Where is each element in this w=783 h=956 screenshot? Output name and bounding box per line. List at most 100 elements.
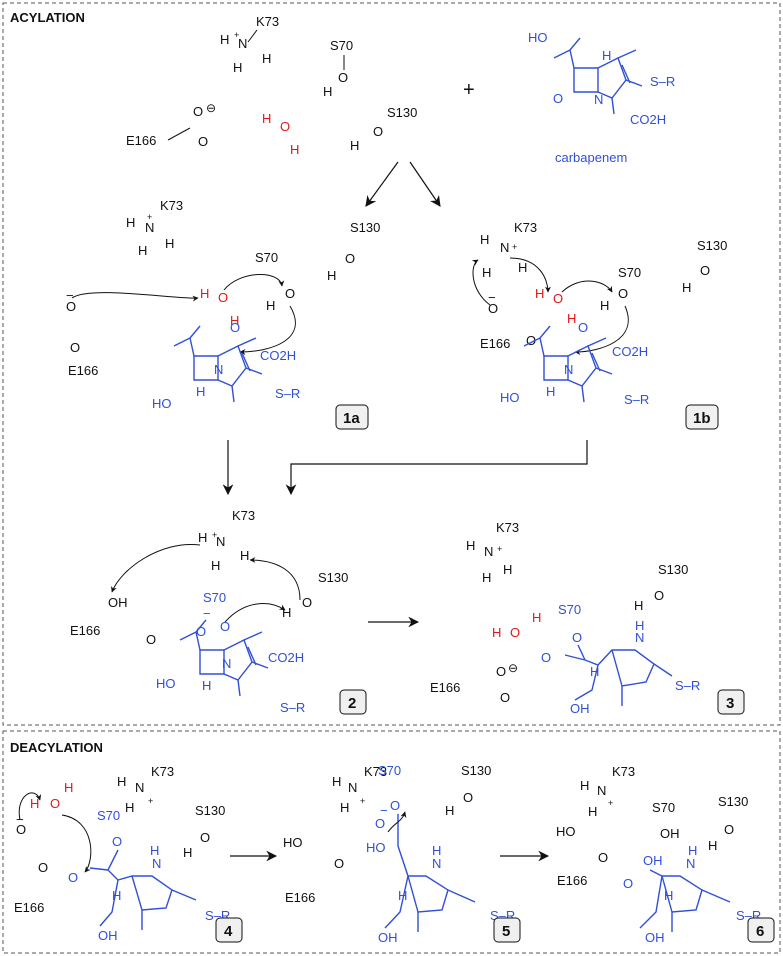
complex-1b: K73 H N + H H S130 O H S70 O H H O H − O… — [471, 220, 727, 430]
k73-5-h2: H — [340, 800, 349, 815]
k73-6-n: N — [597, 783, 606, 798]
e166-1a-label: E166 — [68, 363, 98, 378]
s130-1b-label: S130 — [697, 238, 727, 253]
arrow-5-collapse — [387, 811, 407, 833]
pyrroline-5-h: H — [432, 843, 441, 858]
s130-5-label: S130 — [461, 763, 491, 778]
e166-3-o2: O — [500, 690, 510, 705]
label-2: 2 — [348, 695, 356, 712]
e166-3-o1: O — [496, 664, 506, 679]
k73-top-label: K73 — [256, 14, 279, 29]
reactant-plus: + — [463, 79, 475, 101]
s130-4-o: O — [200, 830, 210, 845]
e166-5-ho: HO — [283, 835, 303, 850]
pyrroline-6-h: H — [688, 843, 697, 858]
e166-4-o1: O — [16, 822, 26, 837]
s130-2-h: H — [282, 605, 291, 620]
k73-1b-label: K73 — [514, 220, 537, 235]
s70-4-o: O — [112, 834, 122, 849]
acid-6-o: O — [623, 876, 633, 891]
s70-5-label: S70 — [378, 763, 401, 778]
k73-4-label: K73 — [151, 764, 174, 779]
s130-6-h: H — [708, 838, 717, 853]
core-6-h: H — [664, 888, 673, 903]
complex-1a: K73 H N + H H S130 O H S70 O H H O H − O… — [66, 198, 380, 430]
arrow-1a-e166-water — [71, 292, 199, 302]
core-1a-h: H — [196, 384, 205, 399]
s70-top-h: H — [323, 84, 332, 99]
e166-1a-o1: O — [66, 299, 76, 314]
e166-2-label: E166 — [70, 623, 100, 638]
carbonyl-1b-o: O — [578, 320, 588, 335]
water-1b-o: O — [553, 291, 563, 306]
pyrroline-4-h: H — [150, 843, 159, 858]
carbapenem-sr: S–R — [650, 74, 675, 89]
intermediate-2: K73 H + N H H S130 O H OH O E166 S70 O −… — [70, 508, 367, 715]
core-5-h: H — [398, 888, 407, 903]
k73-6-h2: H — [588, 804, 597, 819]
core-2-n: N — [222, 656, 231, 671]
arrow-2-oxyanion-s130 — [224, 603, 286, 623]
k73-1a-h3: H — [165, 236, 174, 251]
k73-2-h3: H — [240, 548, 249, 563]
water-1a-o: O — [218, 290, 228, 305]
k73-top-bond — [247, 29, 258, 43]
deacylation-panel-border — [2, 730, 781, 954]
carbapenem-caption: carbapenem — [555, 150, 627, 165]
acylation-heading: ACYLATION — [10, 10, 85, 25]
k73-4-plus: + — [148, 796, 153, 806]
oxyanion-5-minus: − — [380, 803, 388, 818]
label-1b: 1b — [693, 410, 711, 427]
label-box-1b — [685, 404, 719, 430]
water-3-h1: H — [532, 610, 541, 625]
arrow-1a-water-s70 — [223, 274, 285, 291]
s130-2-o: O — [302, 595, 312, 610]
split-arrow-right — [409, 161, 441, 207]
k73-3-n: N — [484, 544, 493, 559]
arrow-1b-water-s70 — [561, 280, 613, 293]
core-1b-co2h: CO2H — [612, 344, 648, 359]
water-1a-h2: H — [230, 313, 239, 328]
e166-2-oh: OH — [108, 595, 128, 610]
arrow-1a-s70-carbonyl — [239, 305, 296, 355]
k73-top-n: N — [238, 36, 247, 51]
s70-5-o: O — [390, 798, 400, 813]
core-3-h: H — [590, 664, 599, 679]
s130-5-o: O — [463, 790, 473, 805]
core-1a-ho: HO — [152, 396, 172, 411]
carbapenem-h: H — [602, 48, 611, 63]
s130-top-h: H — [350, 138, 359, 153]
s130-3-label: S130 — [658, 562, 688, 577]
core-2-sr: S–R — [280, 700, 305, 715]
carbapenem-ho: HO — [528, 30, 548, 45]
s130-3-o: O — [654, 588, 664, 603]
k73-top-h1: H — [220, 32, 229, 47]
split-arrow-left — [365, 161, 399, 207]
core-2-h: H — [202, 678, 211, 693]
s130-1b-h: H — [682, 280, 691, 295]
core-6-oh: OH — [645, 930, 665, 945]
k73-2-label: K73 — [232, 508, 255, 523]
e166-6-ho: HO — [556, 824, 576, 839]
k73-5-h1: H — [332, 774, 341, 789]
e166-1a-minus: − — [66, 288, 74, 303]
core-1a-co2h: CO2H — [260, 348, 296, 363]
label-6: 6 — [756, 923, 764, 940]
top-reactants: K73 H + N H H S70 O H E166 O ⊖ O H O H S… — [126, 14, 475, 157]
s70-6-oh: OH — [660, 826, 680, 841]
k73-5-plus: + — [360, 796, 365, 806]
k73-top-plus: + — [234, 30, 239, 40]
k73-5-label: K73 — [364, 764, 387, 779]
s130-1a-label: S130 — [350, 220, 380, 235]
label-5: 5 — [502, 923, 510, 940]
intermediate-5: K73 H N + H S130 O H HO O E166 S70 O − O… — [283, 763, 521, 945]
e166-top-o1: O — [193, 104, 203, 119]
pyrroline-6-n: N — [686, 856, 695, 871]
core-1a-n: N — [214, 362, 223, 377]
s70-1b-o: O — [618, 286, 628, 301]
water-top-o: O — [280, 119, 290, 134]
core-5-oh: OH — [378, 930, 398, 945]
e166-top-bond — [167, 127, 191, 141]
k73-top-h3: H — [262, 51, 271, 66]
